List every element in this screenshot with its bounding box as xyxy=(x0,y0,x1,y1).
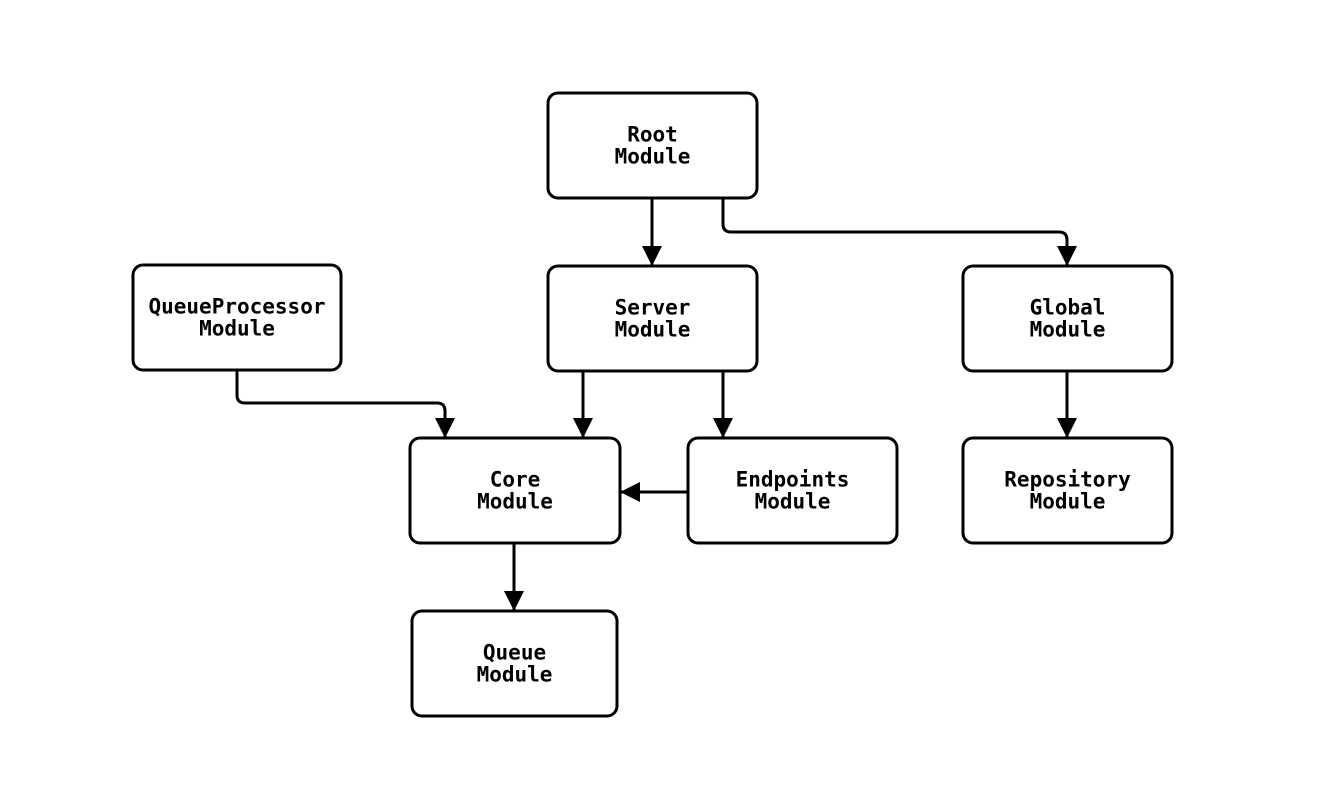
node-label-line: Module xyxy=(615,318,691,342)
node-label-line: Module xyxy=(755,490,831,514)
node-box-endpoints-module xyxy=(686,436,899,545)
node-box-queueprocessor-module xyxy=(131,263,343,372)
edge-queueprocessor-module-to-core-module xyxy=(235,370,455,438)
node-label-line: Root xyxy=(627,123,678,147)
node-label-line: Module xyxy=(477,663,553,687)
node-label-line: Module xyxy=(615,145,691,169)
node-label-line: Module xyxy=(1030,318,1106,342)
node-box-root-module xyxy=(546,91,759,200)
node-box-queue-module xyxy=(410,609,619,718)
node-box-core-module xyxy=(408,436,622,545)
node-label-line: Endpoints xyxy=(736,468,850,492)
node-label-line: Repository xyxy=(1004,468,1131,492)
node-box-repository-module xyxy=(961,436,1174,545)
node-label-line: QueueProcessor xyxy=(148,295,325,319)
edge-root-module-to-global-module xyxy=(721,198,1077,266)
node-label-line: Module xyxy=(1030,490,1106,514)
node-label-line: Module xyxy=(477,490,553,514)
node-label-line: Queue xyxy=(483,641,546,665)
node-label-line: Server xyxy=(615,296,691,320)
node-box-server-module xyxy=(546,264,759,373)
node-box-global-module xyxy=(961,264,1174,373)
node-label-line: Global xyxy=(1030,296,1106,320)
node-label-line: Module xyxy=(199,317,275,341)
node-label-line: Core xyxy=(490,468,541,492)
